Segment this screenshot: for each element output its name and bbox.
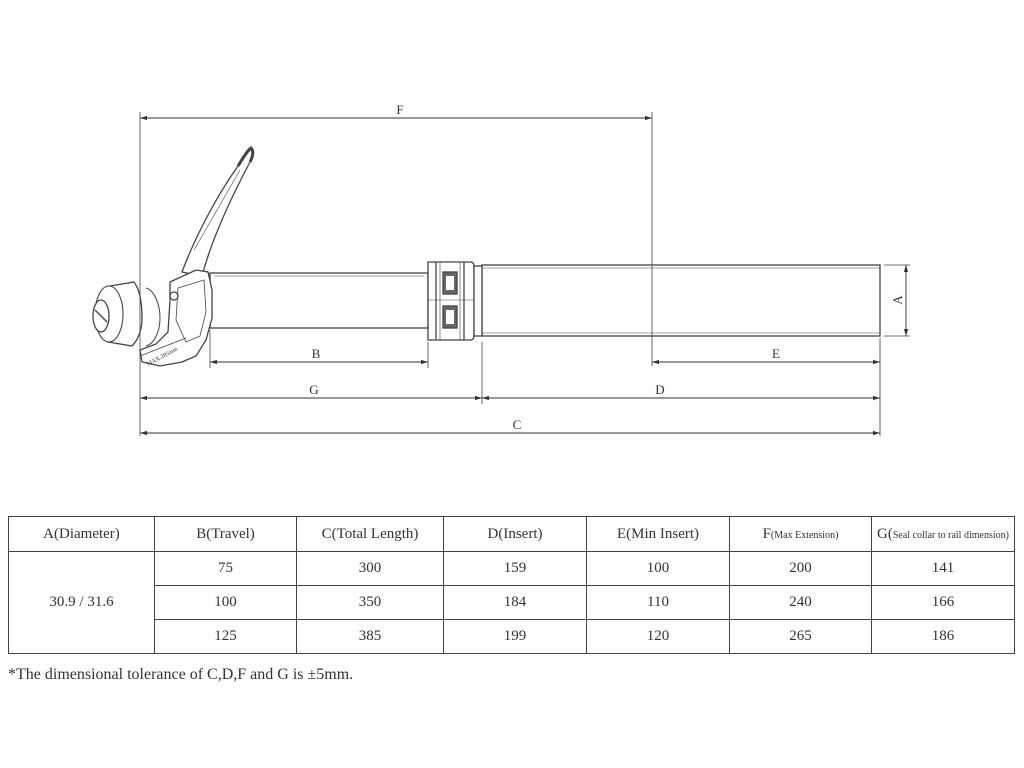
seatpost-technical-drawing: MAX.285mm F B E G D C A	[92, 102, 910, 436]
header-e-min-insert: E(Min Insert)	[586, 516, 730, 552]
dimension-a-label: A	[890, 295, 905, 305]
dimension-f-label: F	[396, 102, 403, 117]
dimension-d-label: D	[655, 382, 664, 397]
table-cell: 385	[296, 619, 444, 654]
table-cell: 100	[586, 551, 730, 586]
dimension-e-label: E	[772, 346, 780, 361]
table-cell: 159	[443, 551, 587, 586]
header-f-max-extension: F(Max Extension)	[729, 516, 872, 552]
table-cell: 75	[154, 551, 297, 586]
clamp-head	[139, 269, 213, 367]
dimension-b-label: B	[312, 346, 321, 361]
table-cell: 120	[586, 619, 730, 654]
clamp-wheel	[92, 281, 143, 347]
table-header-row: A(Diameter) B(Travel) C(Total Length) D(…	[8, 516, 1015, 552]
remote-lever	[181, 146, 255, 277]
header-g-seal-collar: G(Seal collar to rail dimension)	[871, 516, 1015, 552]
seal-collar	[427, 261, 483, 341]
table-cell: 265	[729, 619, 872, 654]
dimension-g-label: G	[309, 382, 318, 397]
diameter-cell: 30.9 / 31.6	[8, 551, 155, 654]
extension-lines	[139, 112, 910, 436]
table-row: 125 385 199 120 265 186	[9, 619, 1015, 654]
table-cell: 350	[296, 585, 444, 620]
dimension-c-label: C	[513, 417, 522, 432]
table-cell: 184	[443, 585, 587, 620]
table-row: 30.9 / 31.6 75 300 159 100 200 141	[8, 551, 1015, 654]
seatpost-outline: MAX.285mm	[92, 146, 881, 368]
table-cell: 141	[871, 551, 1015, 586]
upper-stanchion	[209, 272, 429, 329]
header-a-diameter: A(Diameter)	[8, 516, 155, 552]
table-cell: 240	[729, 585, 872, 620]
dimension-lines	[140, 115, 909, 436]
header-c-total-length: C(Total Length)	[296, 516, 444, 552]
lower-tube	[481, 264, 881, 337]
table-row: 100 350 184 110 240 166	[9, 585, 1015, 620]
header-d-insert: D(Insert)	[443, 516, 587, 552]
dimensions-table: A(Diameter) B(Travel) C(Total Length) D(…	[8, 516, 1015, 654]
tolerance-note: *The dimensional tolerance of C,D,F and …	[8, 666, 354, 683]
table-cell: 199	[443, 619, 587, 654]
table-cell: 166	[871, 585, 1015, 620]
dimension-labels: F B E G D C A	[309, 102, 905, 432]
table-cell: 125	[154, 619, 297, 654]
table-cell: 200	[729, 551, 872, 586]
table-cell: 300	[296, 551, 444, 586]
header-b-travel: B(Travel)	[154, 516, 297, 552]
table-cell: 186	[871, 619, 1015, 654]
table-cell: 100	[154, 585, 297, 620]
table-cell: 110	[586, 585, 730, 620]
